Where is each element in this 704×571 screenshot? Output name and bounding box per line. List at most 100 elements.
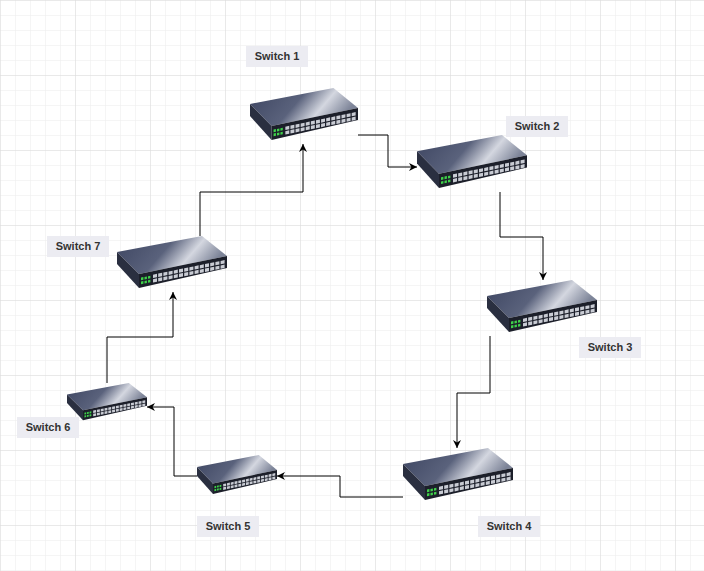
port — [521, 160, 525, 164]
port — [257, 476, 260, 479]
port — [331, 116, 335, 120]
status-led — [518, 320, 520, 323]
switch-front — [272, 108, 358, 140]
port — [97, 412, 100, 415]
connector-arrow — [200, 144, 303, 236]
port — [321, 123, 325, 127]
port — [449, 488, 453, 492]
port — [439, 486, 443, 490]
port — [139, 404, 142, 407]
port — [235, 484, 238, 487]
status-led — [511, 321, 513, 324]
port — [444, 485, 448, 489]
port — [544, 318, 548, 322]
port — [195, 265, 199, 269]
switch-label: Switch 1 — [246, 46, 309, 67]
switch-label: Switch 4 — [478, 516, 541, 537]
port — [221, 260, 225, 264]
port — [495, 165, 499, 169]
status-led — [87, 412, 89, 414]
port — [184, 272, 188, 276]
port — [554, 316, 558, 320]
status-led — [427, 489, 429, 492]
port — [491, 480, 495, 484]
switch-side — [487, 296, 509, 332]
port — [474, 169, 478, 173]
status-led — [511, 325, 513, 328]
port — [500, 168, 504, 172]
port — [549, 313, 553, 317]
port — [169, 271, 173, 275]
port — [484, 172, 488, 176]
port — [444, 489, 448, 493]
switch-side — [117, 252, 139, 288]
port — [189, 271, 193, 275]
port — [123, 407, 126, 410]
connector-arrow — [277, 476, 403, 497]
status-led — [518, 324, 520, 327]
port — [554, 311, 558, 315]
switch-side — [250, 104, 272, 140]
port — [528, 321, 532, 325]
port — [250, 481, 253, 484]
status-led — [274, 129, 276, 132]
switch-name: Switch 1 — [255, 50, 300, 62]
port — [127, 403, 130, 406]
switch-front — [139, 256, 227, 288]
port — [195, 270, 199, 274]
port — [301, 123, 305, 127]
port — [112, 409, 115, 412]
switch-name: Switch 5 — [206, 520, 251, 532]
port — [139, 401, 142, 404]
port — [127, 406, 130, 409]
status-led — [280, 132, 282, 135]
status-led — [84, 415, 86, 417]
port — [301, 127, 305, 131]
port — [153, 278, 157, 282]
port — [112, 406, 115, 409]
port — [210, 267, 214, 271]
switch-icon — [197, 455, 277, 497]
port — [142, 400, 145, 403]
network-switch: Switch 6 — [67, 383, 147, 423]
switch-name: Switch 2 — [515, 120, 560, 132]
status-led — [515, 320, 517, 323]
status-led — [220, 488, 222, 490]
port — [269, 474, 272, 477]
network-switch: Switch 3 — [487, 280, 597, 336]
status-led — [427, 493, 429, 496]
port — [559, 315, 563, 319]
port — [101, 412, 104, 415]
switch-front — [509, 300, 597, 332]
switch-icon — [403, 448, 513, 504]
port — [265, 475, 268, 478]
port — [559, 310, 563, 314]
port — [131, 402, 134, 405]
status-led — [445, 176, 447, 179]
connector-arrow — [107, 292, 173, 383]
status-led — [445, 180, 447, 183]
port — [495, 169, 499, 173]
status-led — [441, 177, 443, 180]
port — [231, 482, 234, 485]
port — [131, 406, 134, 409]
port — [570, 313, 574, 317]
port — [285, 126, 289, 130]
status-led — [87, 415, 89, 417]
port — [565, 314, 569, 318]
status-led — [448, 175, 450, 178]
port — [491, 475, 495, 479]
port — [585, 305, 589, 309]
status-led — [141, 277, 143, 280]
port — [496, 474, 500, 478]
port — [336, 115, 340, 119]
port — [272, 473, 275, 476]
switch-name: Switch 3 — [588, 341, 633, 353]
port — [580, 306, 584, 310]
port — [200, 264, 204, 268]
port — [507, 472, 511, 476]
port — [528, 317, 532, 321]
port — [253, 477, 256, 480]
